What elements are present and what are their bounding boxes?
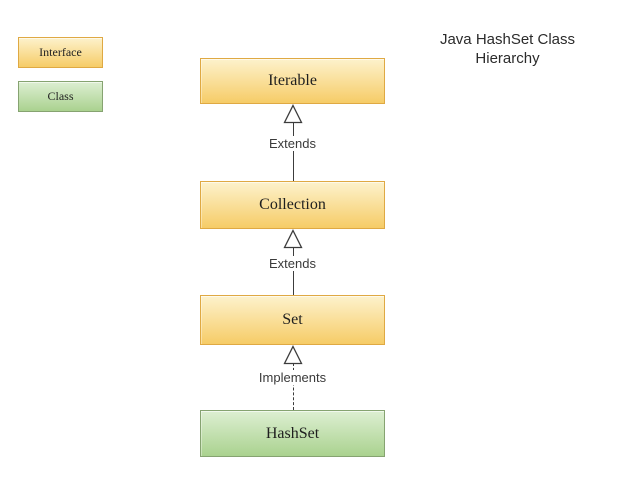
connector-collection-iterable: Extends [252,104,333,181]
legend-item-class: Class [18,81,103,112]
legend-item-interface: Interface [18,37,103,68]
implements-arrow-icon [282,345,303,365]
connector-set-collection: Extends [252,229,333,295]
connector-label-extends: Extends [266,136,319,151]
diagram-title: Java HashSet Class Hierarchy [439,31,576,67]
extends-arrow-icon [282,229,303,249]
connector-label-implements: Implements [255,370,330,385]
node-set: Set [200,295,385,345]
node-hashset: HashSet [200,410,385,457]
connector-line-dashed [292,363,294,410]
node-iterable: Iterable [200,58,385,104]
connector-label-extends: Extends [266,256,319,271]
connector-line [292,122,294,181]
extends-arrow-icon [282,104,303,124]
node-collection: Collection [200,181,385,229]
connector-hashset-set: Implements [252,345,333,410]
connector-line [292,247,294,295]
